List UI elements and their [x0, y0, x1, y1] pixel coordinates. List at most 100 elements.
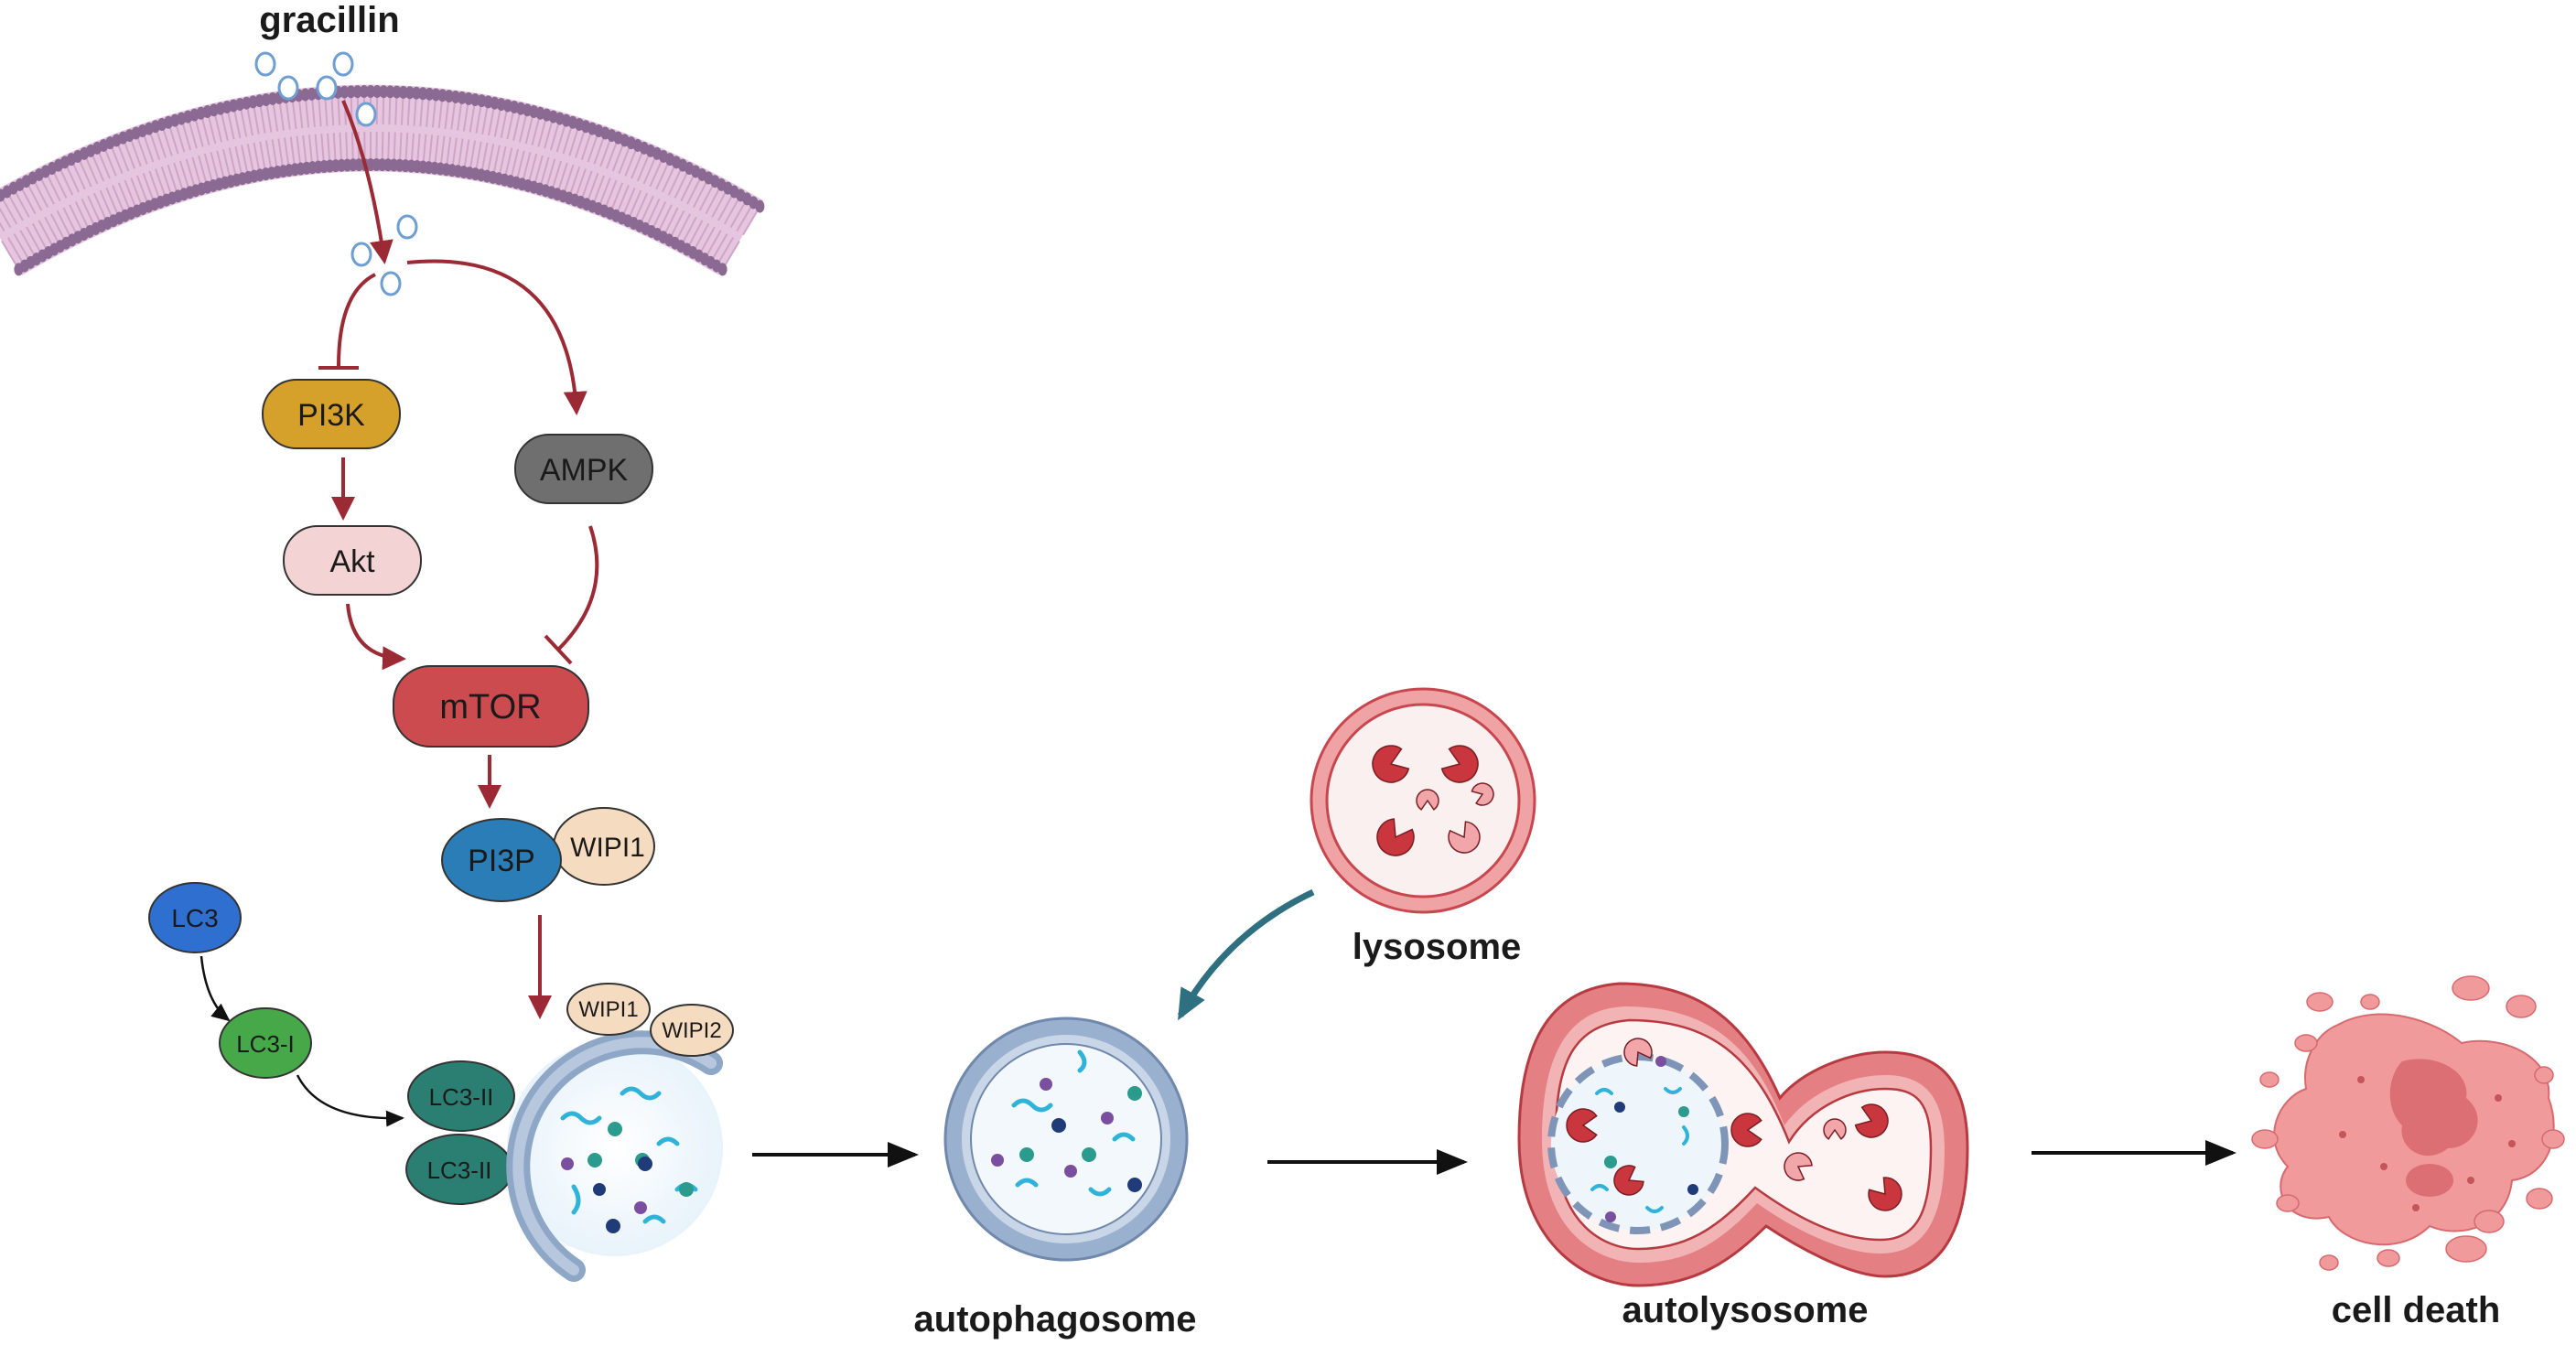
cargo-particle — [1604, 1156, 1617, 1168]
lipid-head — [412, 86, 422, 100]
autophagosome — [943, 1017, 1189, 1262]
cargo-strand — [642, 1214, 666, 1224]
cell-fragment — [2251, 1129, 2279, 1149]
cargo-particle — [561, 1157, 574, 1170]
autolysosome — [1490, 982, 1969, 1287]
cargo-particle — [593, 1183, 606, 1196]
cargo-strand — [1682, 1125, 1689, 1146]
cargo-strand — [620, 1086, 662, 1101]
hydrolase-enzyme — [1823, 1118, 1847, 1140]
activate-ampk-arrow — [406, 259, 587, 415]
hydrolase-enzyme — [1868, 1177, 1902, 1211]
autophagosome-label: autophagosome — [914, 1299, 1197, 1340]
cargo-strand — [656, 1136, 680, 1146]
ampk-node: AMPK — [514, 434, 653, 504]
lc3-ii-label-a: LC3-II — [429, 1083, 494, 1111]
cargo-strand — [1011, 1098, 1053, 1113]
lysosome-label: lysosome — [1353, 927, 1522, 967]
lipid-head — [359, 85, 369, 99]
cargo-particle — [1605, 1211, 1616, 1222]
pathway-arrows — [318, 100, 599, 1019]
lc3-ii-node-b: LC3-II — [405, 1134, 513, 1205]
hydrolase-enzyme — [1471, 782, 1494, 806]
gracillin-molecule — [355, 102, 377, 127]
lipid-head — [340, 85, 350, 99]
cargo-particle — [608, 1122, 622, 1136]
hydrolase-enzyme — [1613, 1165, 1644, 1196]
cargo-particle — [587, 1153, 602, 1167]
pi3k-label: PI3K — [297, 398, 365, 433]
wipi2-label: WIPI2 — [662, 1018, 721, 1043]
inhibit-mtor-bar — [544, 634, 573, 665]
cell-debris — [2508, 1140, 2516, 1147]
hydrolase-enzyme — [1372, 745, 1410, 783]
autolysosome-label: autolysosome — [1622, 1290, 1869, 1330]
cell-fragment — [2259, 1071, 2280, 1088]
gracillin-entry-arrow — [341, 100, 393, 264]
cell-fragment — [2534, 1066, 2554, 1084]
gracillin-label: gracillin — [259, 0, 399, 40]
cargo-particle — [679, 1182, 694, 1197]
lc3-ii-label-b: LC3-II — [427, 1157, 492, 1184]
lysosome — [1310, 687, 1536, 914]
cargo-particle — [991, 1154, 1004, 1167]
ampk-label: AMPK — [540, 453, 629, 488]
cargo-particle — [1655, 1056, 1666, 1067]
lipid-head — [379, 85, 389, 99]
gracillin-molecule — [380, 271, 402, 296]
cell-death — [2251, 975, 2565, 1271]
lipid-head — [425, 87, 435, 101]
cargo-particle — [1678, 1106, 1689, 1117]
lc3-to-lc3i-arrow — [199, 955, 231, 1022]
phagophore-particles — [561, 1122, 694, 1233]
cell-debris — [2357, 1076, 2365, 1083]
lipid-head — [404, 86, 415, 100]
cell-fragment — [2445, 1235, 2487, 1263]
lipid-head — [346, 85, 356, 99]
lc3-label: LC3 — [171, 904, 218, 932]
pi3p-label: PI3P — [468, 844, 535, 878]
pi3k-node: PI3K — [262, 379, 401, 449]
cargo-strand — [1112, 1132, 1136, 1142]
cell-fragment — [2306, 992, 2333, 1012]
lipid-head — [307, 87, 317, 101]
mtor-label: mTOR — [439, 688, 541, 726]
cell-death-label: cell death — [2332, 1290, 2501, 1330]
cell-fragment — [2506, 995, 2537, 1018]
wipi1-small-label: WIPI1 — [578, 997, 638, 1022]
cell-fragment — [2452, 975, 2490, 1001]
cell-debris — [2495, 1094, 2502, 1102]
phagophore-cargo — [560, 1086, 698, 1224]
akt-label: Akt — [329, 544, 375, 579]
cargo-strand — [1015, 1178, 1039, 1188]
phagophore — [506, 1030, 723, 1282]
cargo-strand — [1664, 1087, 1682, 1094]
cargo-particle — [1614, 1102, 1625, 1113]
cargo-strand — [1077, 1049, 1087, 1073]
mtor-node: mTOR — [393, 665, 589, 748]
cell-fragment — [2526, 1188, 2553, 1210]
akt-node: Akt — [283, 525, 422, 596]
hydrolase-enzyme — [1784, 1152, 1813, 1181]
cell-debris — [2380, 1163, 2387, 1170]
hydrolase-enzyme — [1440, 745, 1479, 783]
cell-fragment — [2541, 1129, 2565, 1149]
lipid-head — [755, 199, 765, 213]
inhibit-mtor-line — [556, 525, 599, 651]
lipid-head — [418, 87, 428, 101]
cell-fragment — [2474, 1210, 2505, 1233]
cargo-particle — [1101, 1112, 1114, 1124]
hydrolase-enzyme — [1854, 1103, 1889, 1138]
cargo-strand — [1645, 1206, 1664, 1213]
hydrolase-enzyme — [1623, 1038, 1653, 1067]
lc3-ii-node-a: LC3-II — [407, 1060, 515, 1132]
cell-debris — [2467, 1177, 2474, 1184]
lc3-i-label: LC3-I — [236, 1030, 295, 1058]
cargo-strand — [1088, 1187, 1112, 1197]
lc3i-to-lc3ii-arrow — [296, 1074, 404, 1127]
lipid-head — [385, 85, 395, 99]
cargo-particle — [1687, 1184, 1698, 1195]
lipid-head — [717, 263, 728, 276]
inner-autophagosome — [1547, 1053, 1729, 1234]
autolysosome-outer-membrane — [1490, 994, 1519, 1002]
